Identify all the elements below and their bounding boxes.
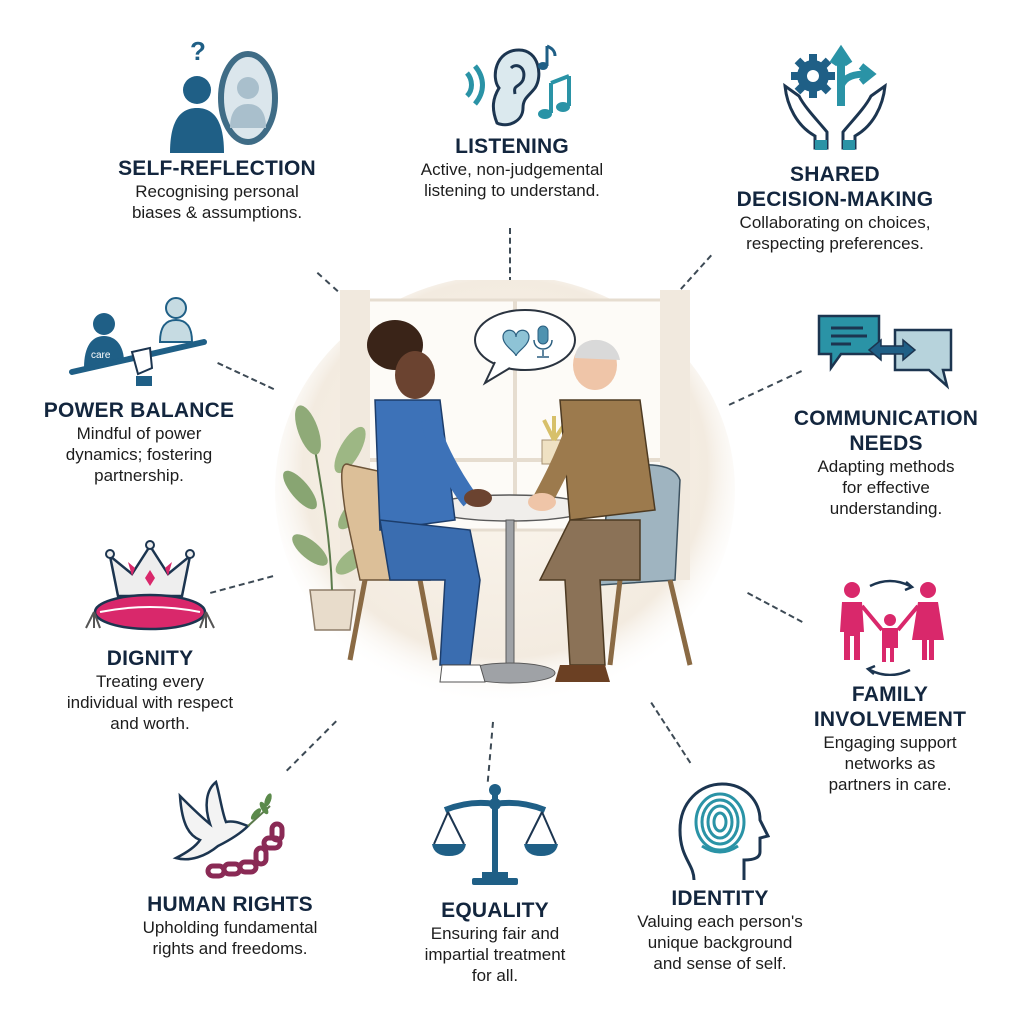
item-title: DIGNITY bbox=[106, 647, 194, 670]
item-desc-line: Mindful of power bbox=[76, 424, 202, 443]
scales-icon bbox=[432, 784, 558, 885]
item-power-balance: care POWER BALANCE Mindful of power dyna… bbox=[14, 296, 264, 486]
connector-listening bbox=[509, 228, 511, 283]
crown-cushion-icon bbox=[85, 540, 215, 631]
item-title: LISTENING bbox=[455, 135, 569, 158]
item-listening: LISTENING Active, non-judgemental listen… bbox=[382, 38, 642, 201]
item-equality: EQUALITY Ensuring fair and impartial tre… bbox=[395, 784, 595, 986]
item-title: HUMAN RIGHTS bbox=[147, 893, 313, 916]
item-title: COMMUNICATION bbox=[793, 407, 979, 430]
item-desc-line: Valuing each person's bbox=[637, 912, 803, 931]
item-desc-line: Upholding fundamental bbox=[142, 918, 318, 937]
item-desc-line: Adapting methods bbox=[817, 457, 955, 476]
ear-sound-icon bbox=[464, 44, 571, 127]
item-desc-line: respecting preferences. bbox=[746, 234, 924, 253]
item-desc-line: unique background bbox=[647, 933, 793, 952]
item-desc-line: networks as bbox=[844, 754, 936, 773]
item-desc-line: listening to understand. bbox=[424, 181, 600, 200]
item-desc-line: and worth. bbox=[110, 714, 190, 733]
item-desc-line: partnership. bbox=[94, 466, 184, 485]
item-communication-needs: COMMUNICATION NEEDS Adapting methods for… bbox=[770, 310, 1002, 519]
double-arrow-icon bbox=[867, 338, 917, 362]
item-desc-line: Active, non-judgemental bbox=[420, 160, 604, 179]
item-title: EQUALITY bbox=[441, 899, 549, 922]
item-desc-line: Ensuring fair and bbox=[430, 924, 560, 943]
connector-equality bbox=[486, 721, 494, 782]
item-desc-line: for all. bbox=[471, 966, 519, 985]
item-desc-line: individual with respect bbox=[66, 693, 234, 712]
item-desc-line: rights and freedoms. bbox=[152, 939, 308, 958]
item-desc-line: Recognising personal bbox=[135, 182, 299, 201]
item-family-involvement: FAMILY INVOLVEMENT Engaging support netw… bbox=[780, 576, 1000, 795]
dove-icon bbox=[172, 779, 251, 861]
nurse-figure bbox=[367, 320, 492, 683]
connector-human-rights bbox=[286, 720, 337, 772]
hand-icon bbox=[130, 346, 154, 376]
fingerprint-icon bbox=[694, 792, 746, 854]
hands-gear-arrows-icon bbox=[783, 44, 887, 150]
gear-icon bbox=[791, 54, 835, 98]
item-desc-line: Engaging support bbox=[823, 733, 957, 752]
balance-seesaw-icon: care bbox=[69, 297, 207, 386]
dove-broken-chain-icon bbox=[172, 779, 285, 879]
speech-bubbles-exchange-icon bbox=[817, 314, 953, 390]
microphone-icon bbox=[537, 325, 549, 345]
item-title: NEEDS bbox=[849, 432, 923, 455]
item-self-reflection: ? SELF-REFLECTION Recognising personal b… bbox=[92, 38, 342, 223]
item-desc-line: dynamics; fostering bbox=[65, 445, 213, 464]
item-desc-line: for effective bbox=[842, 478, 930, 497]
fingerprint-head-icon bbox=[678, 782, 770, 881]
older-man-figure bbox=[528, 339, 656, 682]
svg-text:?: ? bbox=[190, 38, 206, 66]
heart-icon bbox=[502, 329, 530, 357]
item-title: INVOLVEMENT bbox=[813, 708, 967, 731]
mirror-reflection-icon: ? bbox=[170, 38, 278, 153]
item-title: FAMILY bbox=[851, 683, 929, 706]
item-desc-line: understanding. bbox=[829, 499, 943, 518]
item-title: SHARED bbox=[790, 163, 880, 186]
item-title: IDENTITY bbox=[671, 887, 769, 910]
item-shared-decision-making: SHARED DECISION-MAKING Collaborating on … bbox=[700, 36, 970, 254]
item-desc-line: impartial treatment bbox=[424, 945, 566, 964]
item-title: SELF-REFLECTION bbox=[118, 157, 316, 180]
item-dignity: DIGNITY Treating every individual with r… bbox=[30, 540, 270, 734]
svg-text:care: care bbox=[91, 350, 111, 361]
item-title: DECISION-MAKING bbox=[736, 188, 934, 211]
item-human-rights: HUMAN RIGHTS Upholding fundamental right… bbox=[100, 776, 360, 959]
item-desc-line: Treating every bbox=[95, 672, 205, 691]
item-desc-line: partners in care. bbox=[828, 775, 952, 794]
item-desc-line: biases & assumptions. bbox=[131, 203, 303, 222]
item-title: POWER BALANCE bbox=[43, 399, 235, 422]
item-identity: IDENTITY Valuing each person's unique ba… bbox=[615, 778, 825, 974]
broken-chain-icon bbox=[205, 821, 285, 879]
item-desc-line: and sense of self. bbox=[653, 954, 787, 973]
nurse-and-patient-illustration bbox=[275, 275, 735, 705]
central-scene-illustration bbox=[270, 275, 740, 720]
family-icon bbox=[840, 579, 944, 676]
item-desc-line: Collaborating on choices, bbox=[739, 213, 931, 232]
speech-bubble bbox=[474, 309, 576, 386]
